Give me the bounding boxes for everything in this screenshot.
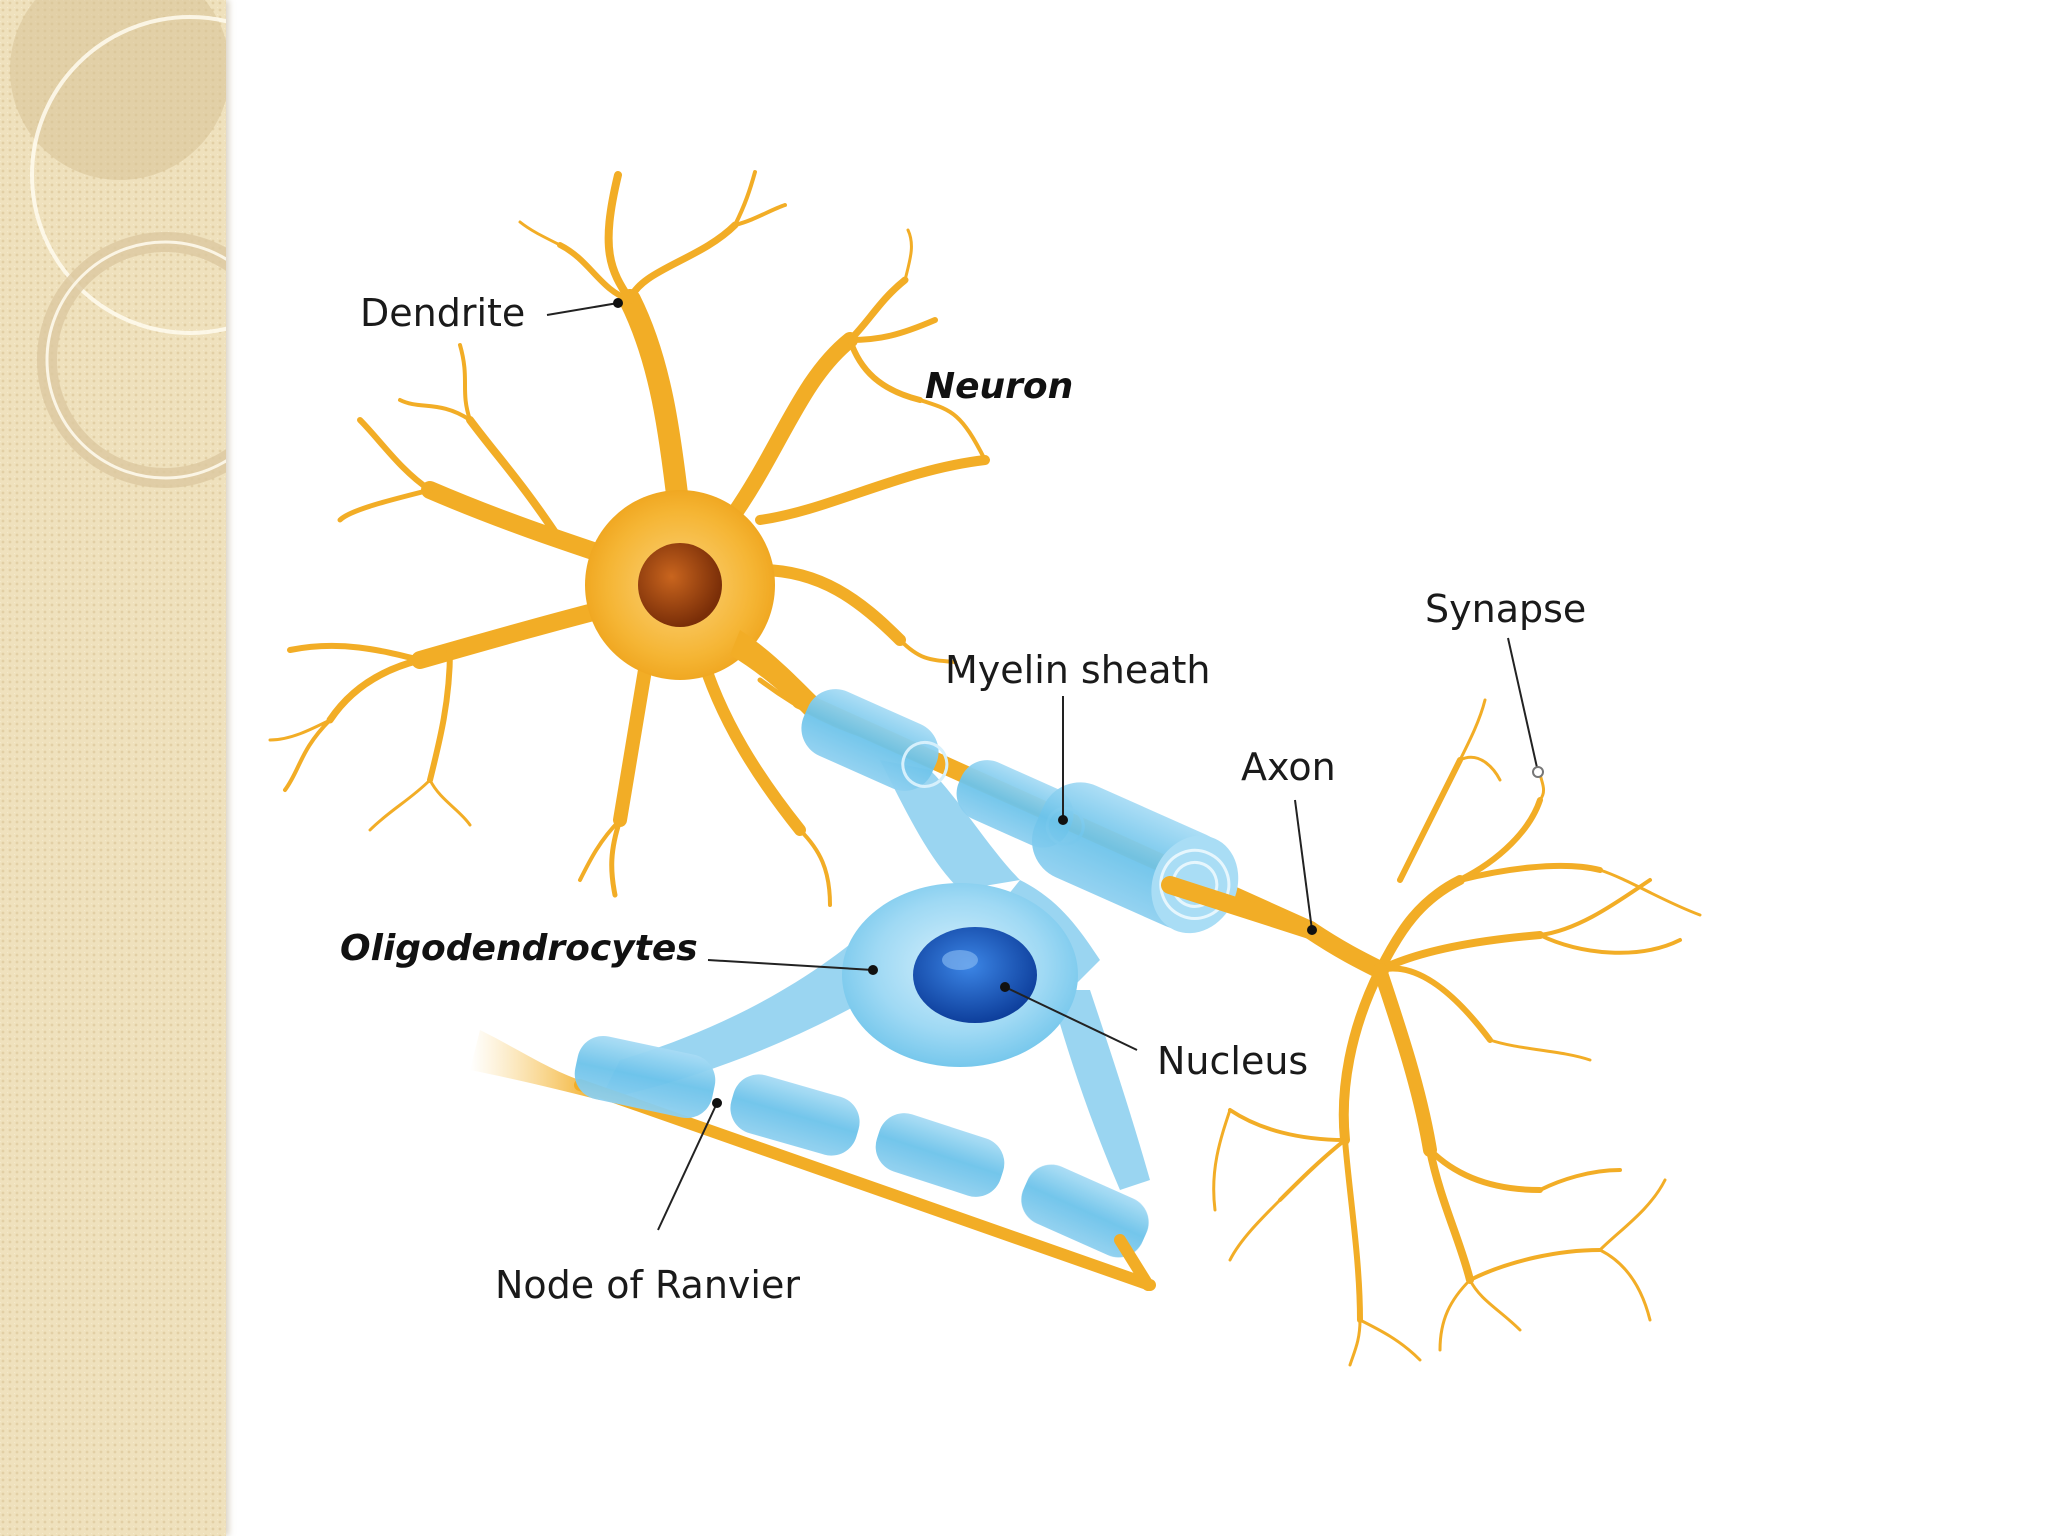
neuron-label: Neuron bbox=[925, 366, 1073, 407]
myelin-sheath-lower bbox=[570, 1031, 1157, 1266]
dendrite-leader bbox=[547, 303, 618, 315]
node-of-ranvier-dot bbox=[712, 1098, 722, 1108]
myelin-dot bbox=[1058, 815, 1068, 825]
oligodendrocytes-dot bbox=[868, 965, 878, 975]
nucleus-label: Nucleus bbox=[1157, 1039, 1308, 1083]
axon-terminals bbox=[1214, 700, 1700, 1365]
dendrite-label: Dendrite bbox=[360, 291, 525, 335]
synapse-label: Synapse bbox=[1425, 587, 1586, 631]
axon-leader bbox=[1295, 800, 1312, 930]
oligodendrocyte-nucleus bbox=[913, 927, 1037, 1023]
synapse-dot bbox=[1533, 767, 1543, 777]
synapse-leader bbox=[1508, 638, 1538, 772]
axon-label: Axon bbox=[1241, 745, 1336, 789]
oligodendrocytes-label: Oligodendrocytes bbox=[340, 928, 698, 969]
node-of-ranvier-label: Node of Ranvier bbox=[495, 1263, 800, 1307]
dendrite-dot bbox=[613, 298, 623, 308]
myelin-sheath-label: Myelin sheath bbox=[945, 648, 1210, 692]
nucleus-dot bbox=[1000, 982, 1010, 992]
neuron-nucleus bbox=[638, 543, 722, 627]
axon-dot bbox=[1307, 925, 1317, 935]
